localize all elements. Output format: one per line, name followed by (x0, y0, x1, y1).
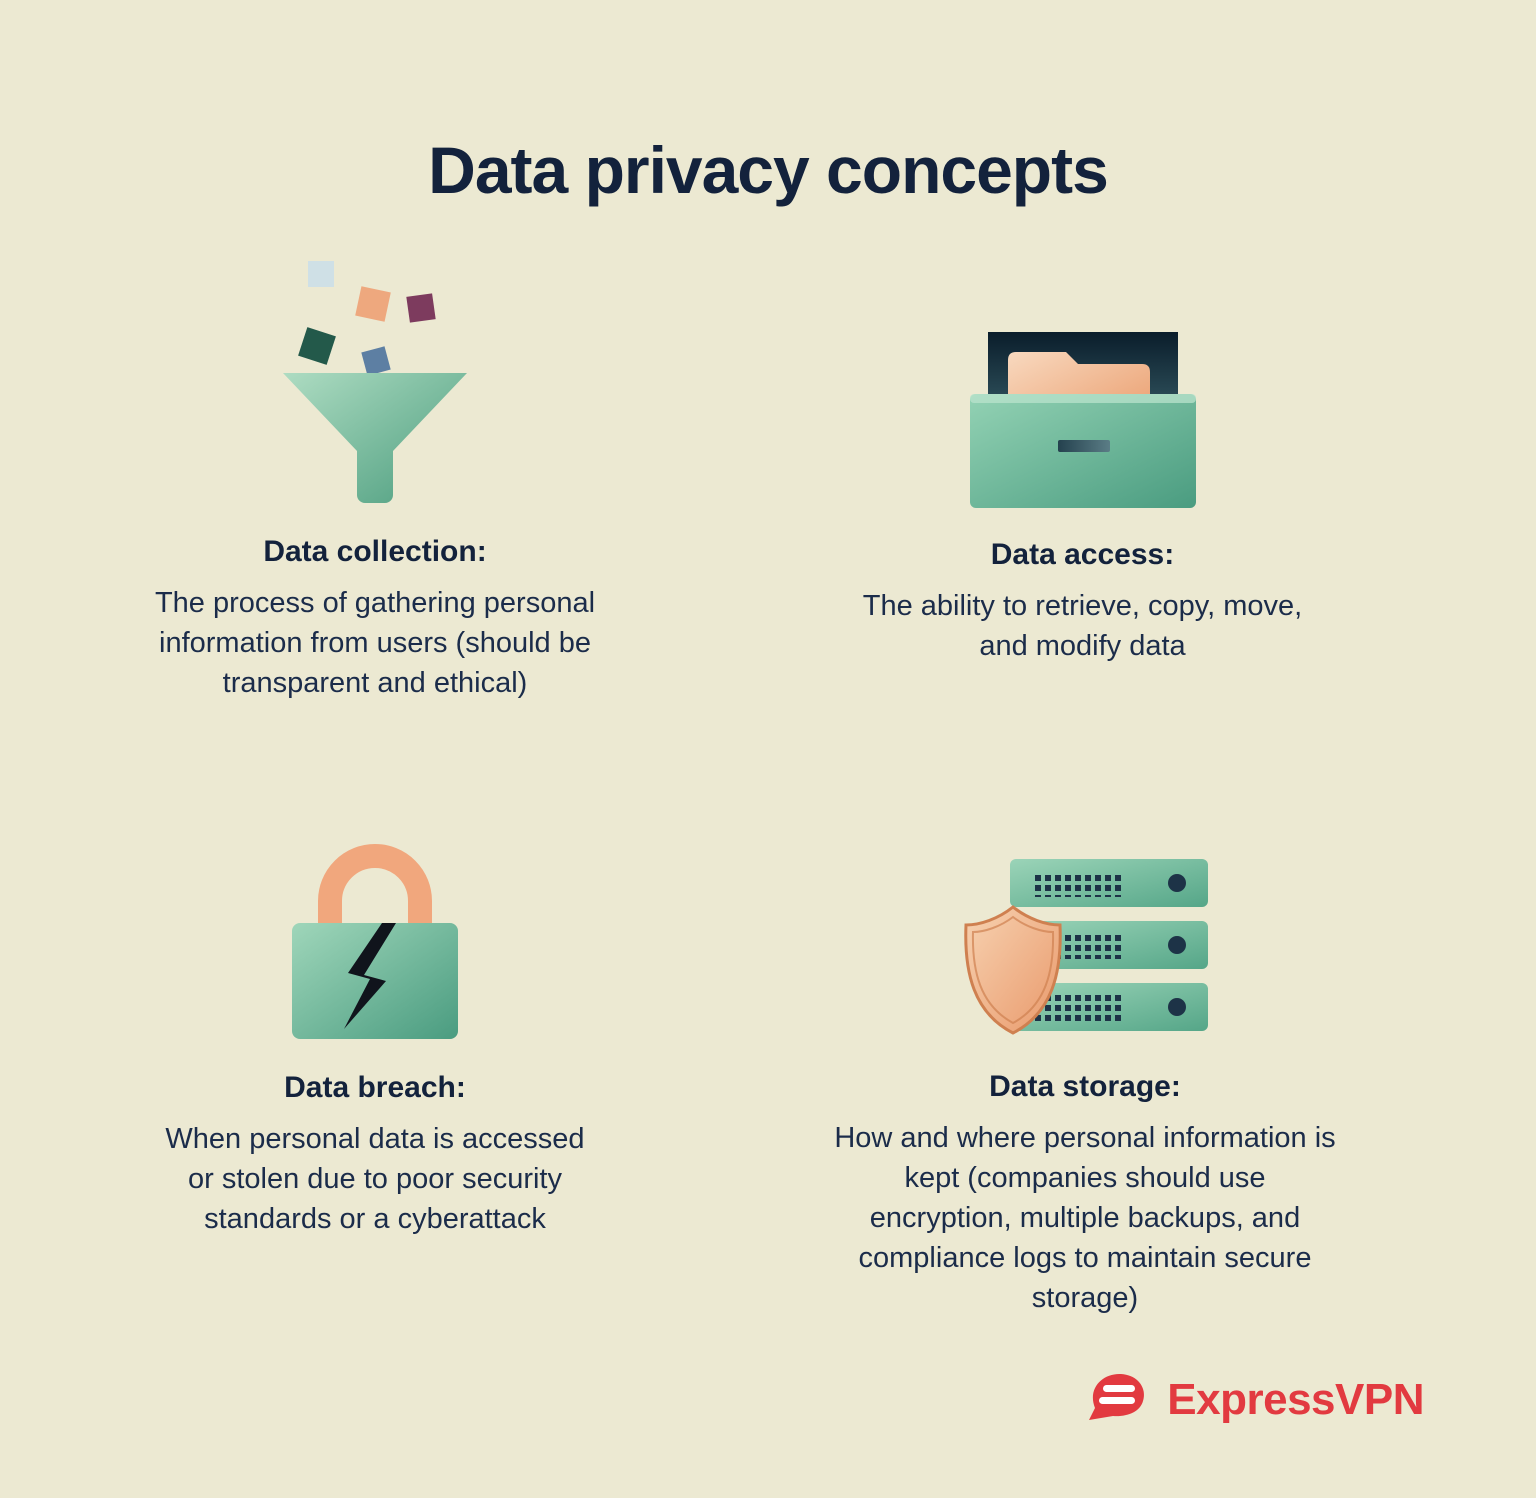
section-heading: Data access: (990, 538, 1175, 571)
brand-lockup: ExpressVPN (1083, 1368, 1424, 1431)
section-data-breach: Data breach: When personal data is acces… (105, 823, 645, 1239)
section-data-storage: Data storage: How and where personal inf… (805, 855, 1365, 1318)
page-title: Data privacy concepts (428, 133, 1109, 208)
file-drawer-icon (810, 330, 1355, 508)
section-body: The process of gathering personal inform… (154, 587, 596, 700)
section-heading: Data collection: (263, 535, 487, 568)
section-heading: Data breach: (284, 1071, 466, 1104)
section-data-collection: Data collection: The process of gatherin… (105, 255, 645, 703)
section-heading: Data storage: (989, 1070, 1181, 1103)
brand-name: ExpressVPN (1167, 1374, 1424, 1424)
section-data-access: Data access: The ability to retrieve, co… (810, 330, 1355, 666)
shield-servers-icon (805, 855, 1365, 1040)
section-body: How and where personal information is ke… (834, 1122, 1336, 1315)
broken-padlock-icon (105, 823, 645, 1041)
section-body: When personal data is accessed or stolen… (165, 1123, 585, 1236)
section-body: The ability to retrieve, copy, move, and… (862, 590, 1303, 663)
funnel-icon (105, 255, 645, 505)
expressvpn-logo-icon (1083, 1368, 1149, 1431)
